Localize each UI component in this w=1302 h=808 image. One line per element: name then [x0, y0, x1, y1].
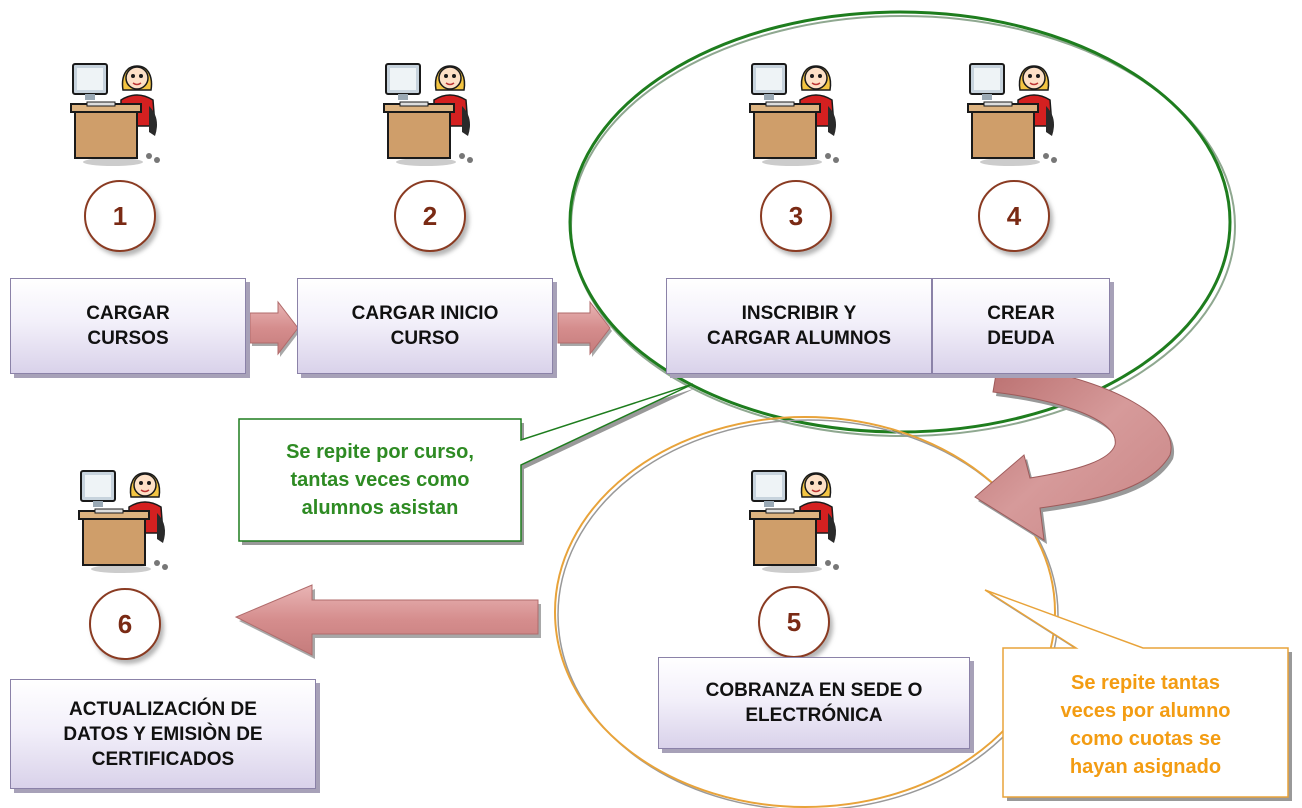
step-label-line: CARGAR INICIO	[351, 303, 499, 324]
curved-arrow-icon	[974, 361, 1175, 544]
step-box-6: ACTUALIZACIÓN DE DATOS Y EMISIÒN DE CERT…	[10, 679, 316, 789]
callout-line: Se repite tantas	[1071, 671, 1220, 694]
step-number-5: 5	[758, 586, 830, 658]
orange-callout-text: Se repite tantas veces por alumno como c…	[1003, 652, 1288, 797]
green-callout-shape	[238, 383, 696, 545]
callout-line: veces por alumno	[1060, 699, 1231, 722]
callout-line: hayan asignado	[1069, 755, 1222, 778]
step-label-line: ELECTRÓNICA	[745, 705, 883, 726]
step-box-5: COBRANZA EN SEDE O ELECTRÓNICA	[658, 657, 970, 749]
person-at-computer-icon	[749, 63, 839, 166]
arrow-right-icon	[249, 300, 300, 357]
step-number-4: 4	[978, 180, 1050, 252]
person-at-computer-icon	[78, 470, 168, 573]
person-at-computer-icon	[383, 63, 473, 166]
step-label-line: COBRANZA EN SEDE O	[705, 680, 923, 701]
arrow-left-icon	[234, 584, 541, 659]
step-label-line: DEUDA	[987, 328, 1055, 349]
step-box-3: INSCRIBIR Y CARGAR ALUMNOS	[666, 278, 932, 374]
step-number-1: 1	[84, 180, 156, 252]
step-number-3: 3	[760, 180, 832, 252]
step-box-2: CARGAR INICIO CURSO	[297, 278, 553, 374]
callout-line: como cuotas se	[1069, 727, 1222, 750]
orange-callout-shape	[984, 589, 1292, 801]
step-box-1: CARGAR CURSOS	[10, 278, 246, 374]
person-at-computer-icon	[749, 470, 839, 573]
callout-line: alumnos asistan	[301, 497, 459, 519]
step-label-line: CERTIFICADOS	[91, 748, 235, 770]
step-label-line: CURSOS	[87, 328, 169, 349]
person-at-computer-icon	[967, 63, 1057, 166]
step-box-4: CREAR DEUDA	[932, 278, 1110, 374]
step-label-line: CARGAR	[86, 303, 170, 324]
step-label-line: CREAR	[987, 303, 1055, 324]
step-label-line: ACTUALIZACIÓN DE	[69, 698, 257, 720]
step-label-line: CARGAR ALUMNOS	[706, 328, 891, 349]
step-number-6: 6	[89, 588, 161, 660]
callout-line: Se repite por curso,	[286, 441, 474, 463]
callout-line: tantas veces como	[290, 469, 470, 491]
step-label-line: DATOS Y EMISIÒN DE	[63, 723, 263, 745]
green-callout-text: Se repite por curso, tantas veces como a…	[239, 419, 521, 541]
person-at-computer-icon	[70, 63, 160, 166]
step-number-2: 2	[394, 180, 466, 252]
step-label-line: CURSO	[390, 328, 460, 349]
orange-ellipse	[557, 419, 1059, 808]
step-label-line: INSCRIBIR Y	[741, 303, 857, 324]
arrow-right-icon	[557, 300, 612, 357]
